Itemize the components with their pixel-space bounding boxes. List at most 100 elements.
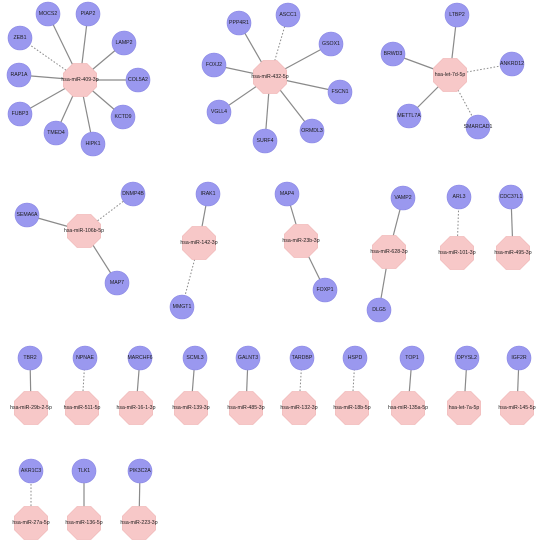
mirna-node-hsa-mir-132-3p[interactable]: hsa-miR-132-3p — [280, 391, 318, 425]
mirna-node-hsa-mir-23b-3p[interactable]: hsa-miR-23b-3p — [282, 224, 320, 258]
gene-node-hipk1[interactable]: HIPK1 — [80, 131, 106, 157]
gene-node-map4[interactable]: MAP4 — [274, 181, 300, 207]
gene-node-kctd9[interactable]: KCTD9 — [110, 104, 136, 130]
gene-label: TBR2 — [23, 355, 36, 361]
mirna-node-hsa-mir-16-1-3p[interactable]: hsa-miR-16-1-3p — [117, 391, 156, 425]
mirna-label: hsa-miR-106b-5p — [64, 228, 104, 234]
gene-label: AKR1C3 — [21, 468, 41, 474]
mirna-node-hsa-mir-142-3p[interactable]: hsa-miR-142-3p — [180, 226, 218, 260]
gene-node-cdc37l1[interactable]: CDC37L1 — [498, 184, 524, 210]
gene-node-marchf6[interactable]: MARCHF6 — [127, 345, 153, 371]
gene-node-shape — [17, 345, 43, 371]
gene-node-pik3c2a[interactable]: PIK3C2A — [127, 458, 153, 484]
gene-node-fscn1[interactable]: FSCN1 — [327, 79, 353, 105]
gene-node-galnt3[interactable]: GALNT3 — [235, 345, 261, 371]
gene-node-top1[interactable]: TOP1 — [399, 345, 425, 371]
gene-label: GSOX1 — [322, 41, 340, 47]
gene-node-shape — [299, 118, 325, 144]
gene-node-scml3[interactable]: SCML3 — [182, 345, 208, 371]
gene-node-shape — [390, 185, 416, 211]
gene-node-foxp1[interactable]: FOXP1 — [312, 277, 338, 303]
gene-node-shape — [444, 2, 470, 28]
gene-node-mocs2[interactable]: MOCS2 — [35, 1, 61, 27]
gene-node-tardbp[interactable]: TARDBP — [289, 345, 315, 371]
gene-node-gsox1[interactable]: GSOX1 — [318, 31, 344, 57]
gene-node-ltbp2[interactable]: LTBP2 — [444, 2, 470, 28]
mirna-node-hsa-let-7d-5p[interactable]: hsa-let-7d-5p — [433, 58, 467, 92]
mirna-node-hsa-let-7a-5p[interactable]: hsa-let-7a-5p — [447, 391, 481, 425]
mirna-label: hsa-miR-101-3p — [438, 250, 475, 256]
gene-label: COL5A2 — [128, 77, 148, 83]
mirna-node-hsa-mir-432-5p[interactable]: hsa-miR-432-5p — [251, 60, 289, 94]
gene-node-sema6a[interactable]: SEMA6A — [14, 202, 40, 228]
gene-node-shape — [226, 10, 252, 36]
gene-node-irak1[interactable]: IRAK1 — [195, 181, 221, 207]
gene-node-mettl7a[interactable]: METTL7A — [396, 103, 422, 129]
gene-node-shape — [342, 345, 368, 371]
gene-node-shape — [43, 120, 69, 146]
mirna-node-hsa-mir-135a-5p[interactable]: hsa-miR-135a-5p — [388, 391, 428, 425]
gene-node-tmed4[interactable]: TMED4 — [43, 120, 69, 146]
gene-node-fubp3[interactable]: FUBP3 — [7, 101, 33, 127]
mirna-node-hsa-mir-139-3p[interactable]: hsa-miR-139-3p — [172, 391, 210, 425]
gene-node-dlg5[interactable]: DLG5 — [366, 297, 392, 323]
mirna-node-hsa-mir-485-3p[interactable]: hsa-miR-485-3p — [227, 391, 265, 425]
gene-node-surf4[interactable]: SURF4 — [252, 128, 278, 154]
mirna-node-hsa-mir-495-3p[interactable]: hsa-miR-495-3p — [494, 236, 532, 270]
mirna-node-hsa-mir-106b-5p[interactable]: hsa-miR-106b-5p — [64, 214, 104, 248]
mirna-label: hsa-miR-139-3p — [172, 405, 209, 411]
gene-node-ormdl3[interactable]: ORMDL3 — [299, 118, 325, 144]
gene-node-dnmp4b[interactable]: DNMP4B — [120, 181, 146, 207]
gene-node-npnae[interactable]: NPNAE — [72, 345, 98, 371]
gene-node-rap1a[interactable]: RAP1A — [6, 62, 32, 88]
gene-node-vamp2[interactable]: VAMP2 — [390, 185, 416, 211]
gene-label: PPP4R1 — [229, 20, 249, 26]
gene-node-zeb1[interactable]: ZEB1 — [7, 25, 33, 51]
gene-node-igf2r[interactable]: IGF2R — [506, 345, 532, 371]
gene-node-shape — [252, 128, 278, 154]
gene-label: ZEB1 — [14, 35, 27, 41]
mirna-node-hsa-mir-628-3p[interactable]: hsa-miR-628-3p — [370, 235, 408, 269]
mirna-label: hsa-miR-23b-3p — [282, 238, 319, 244]
gene-label: KCTD9 — [114, 114, 131, 120]
gene-node-akr1c3[interactable]: AKR1C3 — [18, 458, 44, 484]
gene-label: MAP7 — [110, 280, 124, 286]
gene-label: HIPK1 — [86, 141, 101, 147]
gene-label: ORMDL3 — [301, 128, 323, 134]
gene-node-foxj2[interactable]: FOXJ2 — [201, 52, 227, 78]
gene-node-smarcad1[interactable]: SMARCAD1 — [464, 114, 493, 140]
gene-node-shape — [111, 30, 137, 56]
mirna-node-hsa-mir-511-5p[interactable]: hsa-miR-511-5p — [64, 391, 101, 425]
gene-node-ankrd12[interactable]: ANKRD12 — [499, 51, 525, 77]
gene-node-shape — [127, 458, 153, 484]
mirna-node-shape — [119, 391, 153, 425]
mirna-label: hsa-miR-495-3p — [494, 250, 531, 256]
gene-node-arl3[interactable]: ARL3 — [446, 184, 472, 210]
gene-node-brwd3[interactable]: BRWD3 — [380, 41, 406, 67]
mirna-node-shape — [174, 391, 208, 425]
mirna-node-hsa-mir-136-5p[interactable]: hsa-miR-136-5p — [65, 506, 103, 540]
gene-node-hspd[interactable]: HSPD — [342, 345, 368, 371]
mirna-node-hsa-mir-409-3p[interactable]: hsa-miR-409-3p — [61, 63, 99, 97]
mirna-node-hsa-mir-223-3p[interactable]: hsa-miR-223-3p — [120, 506, 158, 540]
mirna-node-shape — [440, 236, 474, 270]
gene-node-lamp2[interactable]: LAMP2 — [111, 30, 137, 56]
gene-node-piap2[interactable]: PIAP2 — [75, 1, 101, 27]
mirna-node-hsa-mir-18b-5p[interactable]: hsa-miR-18b-5p — [333, 391, 371, 425]
mirna-node-hsa-mir-29b-2-5p[interactable]: hsa-miR-29b-2-5p — [10, 391, 52, 425]
gene-node-tlk1[interactable]: TLK1 — [71, 458, 97, 484]
gene-node-ppp4r1[interactable]: PPP4R1 — [226, 10, 252, 36]
gene-node-dpysl2[interactable]: DPYSL2 — [454, 345, 480, 371]
mirna-node-hsa-mir-145-5p[interactable]: hsa-miR-145-5p — [498, 391, 536, 425]
gene-node-map7[interactable]: MAP7 — [104, 270, 130, 296]
gene-node-mmgt1[interactable]: MMGT1 — [169, 294, 195, 320]
mirna-node-hsa-mir-101-3p[interactable]: hsa-miR-101-3p — [438, 236, 476, 270]
gene-node-tbr2[interactable]: TBR2 — [17, 345, 43, 371]
mirna-node-hsa-mir-27a-5p[interactable]: hsa-miR-27a-5p — [12, 506, 50, 540]
gene-node-ascc1[interactable]: ASCC1 — [275, 2, 301, 28]
gene-label: DNMP4B — [122, 191, 144, 197]
mirna-label: hsa-miR-142-3p — [180, 240, 217, 246]
gene-node-vgll4[interactable]: VGLL4 — [206, 99, 232, 125]
gene-node-col5a2[interactable]: COL5A2 — [125, 67, 151, 93]
